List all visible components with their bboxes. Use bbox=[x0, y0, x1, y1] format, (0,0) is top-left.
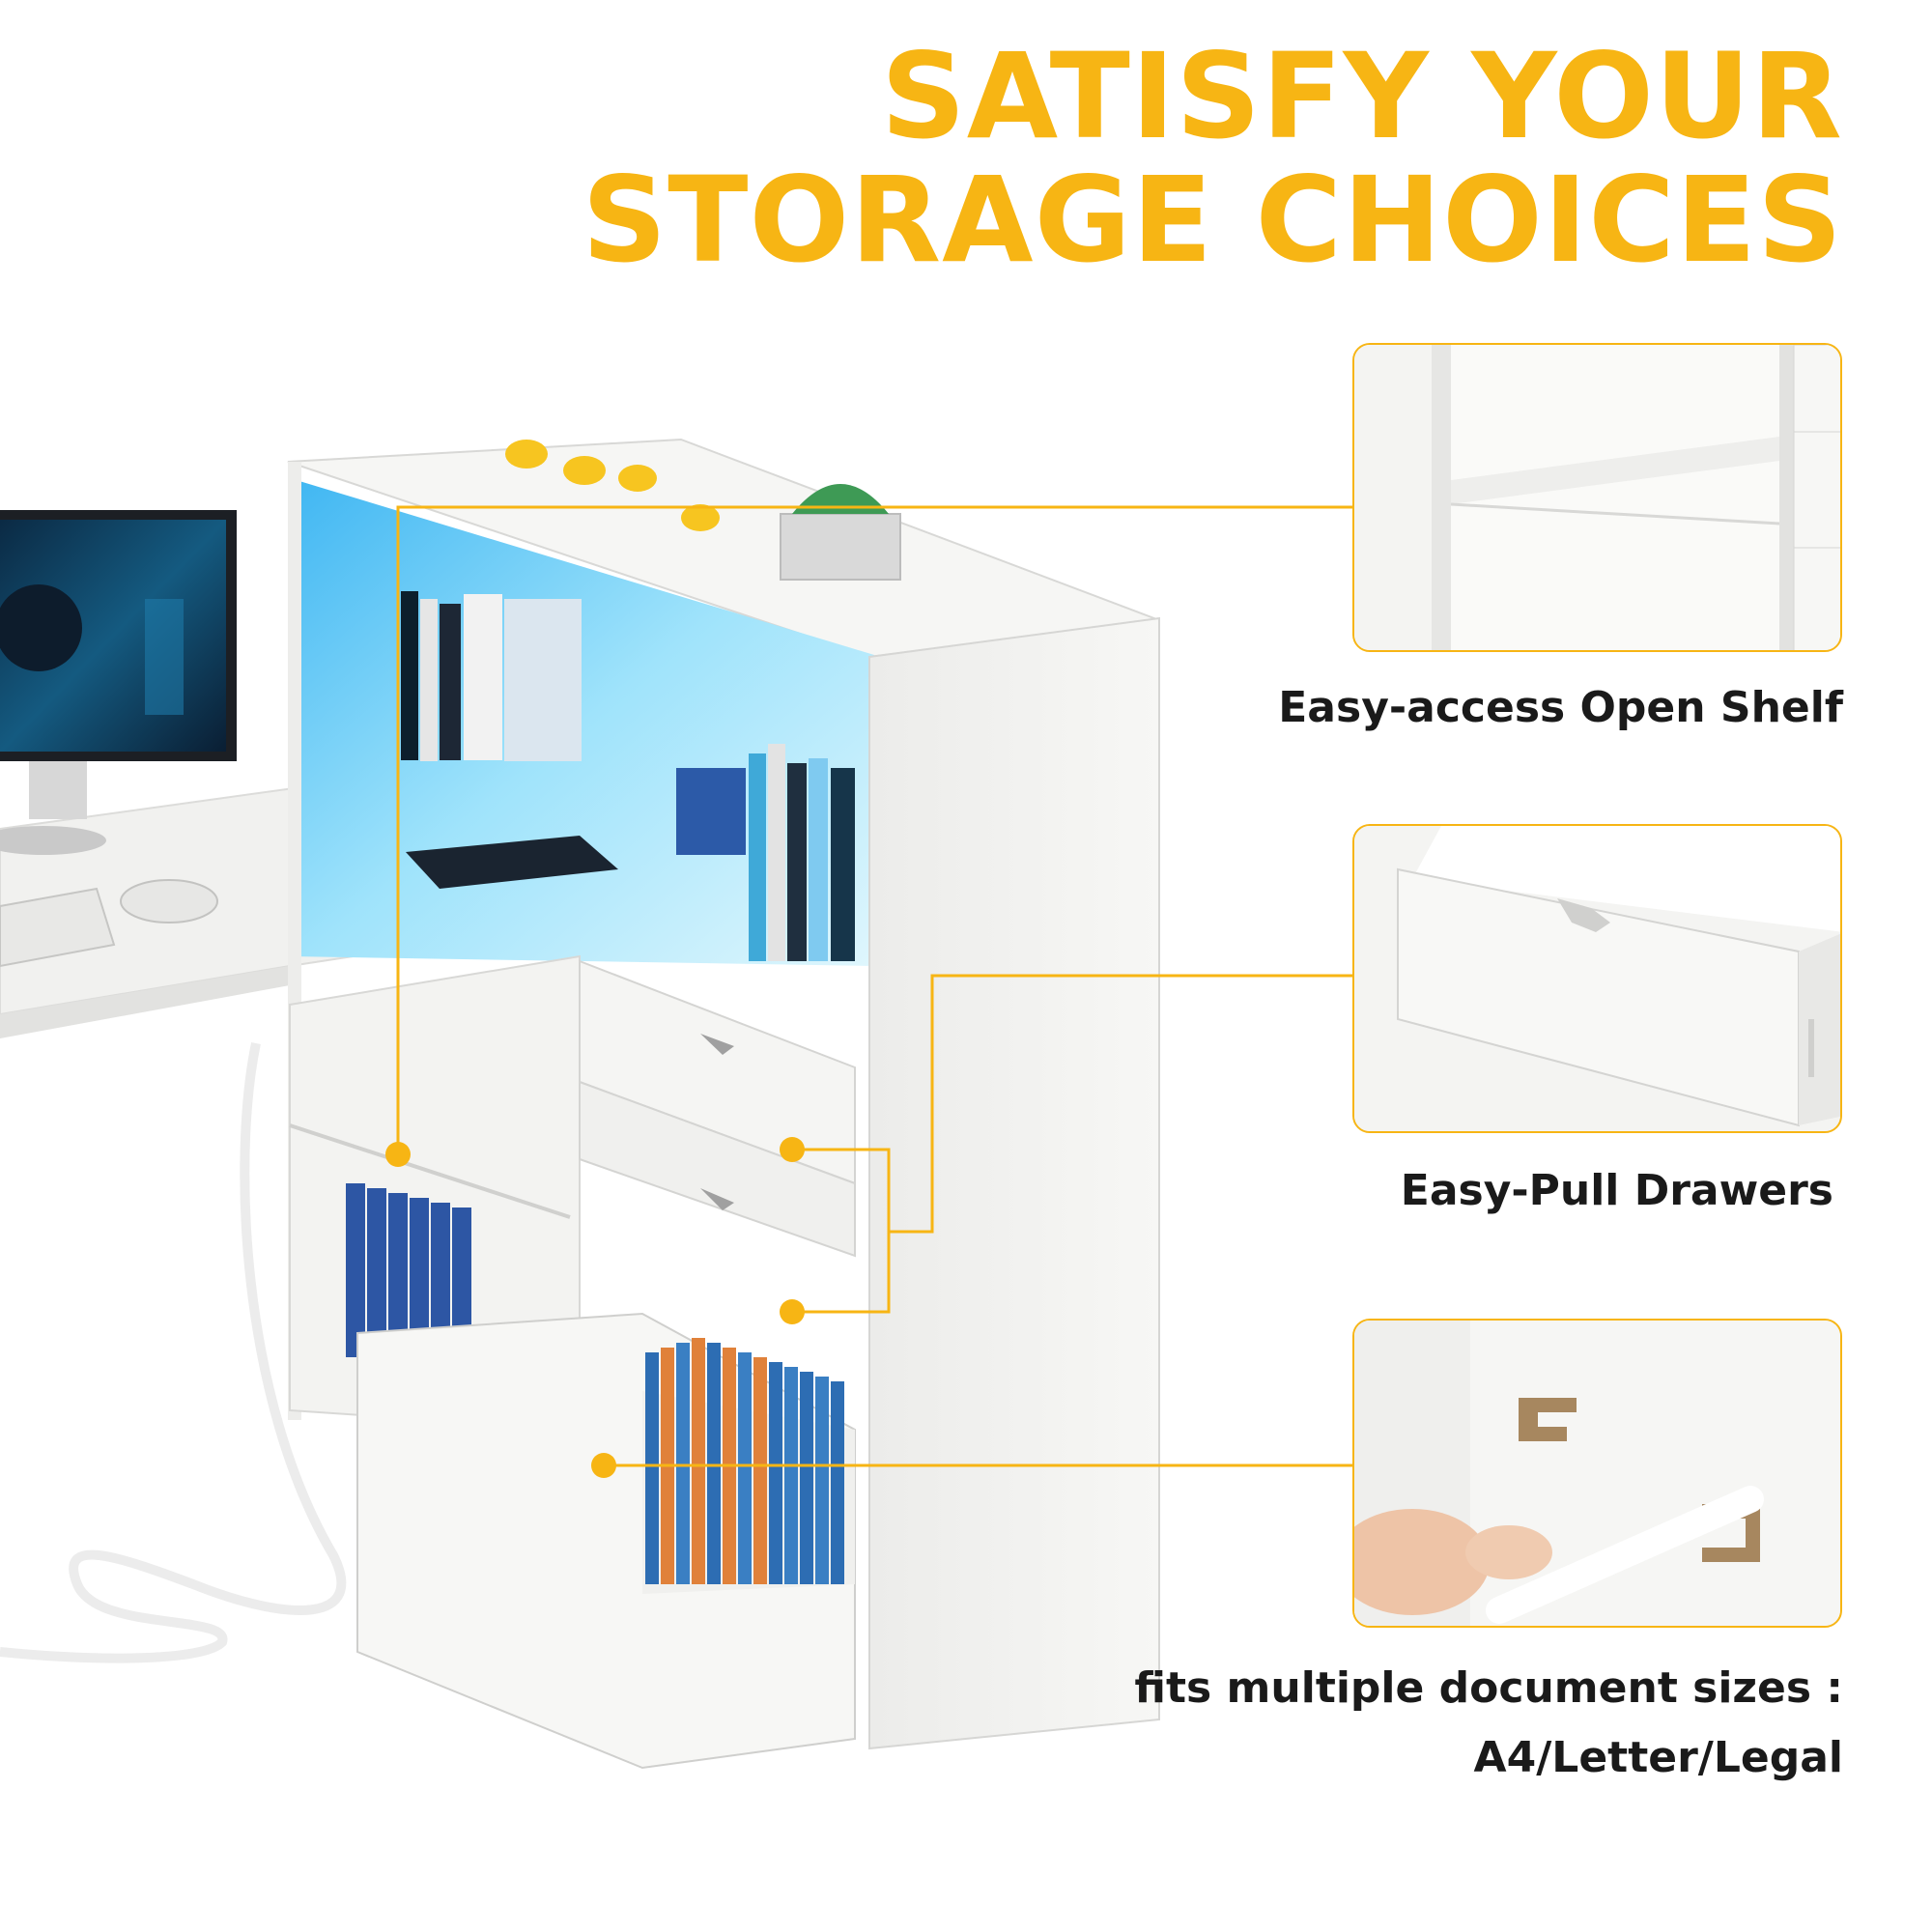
pen-holder bbox=[676, 768, 746, 855]
headline-line-2: STORAGE CHOICES bbox=[582, 152, 1843, 289]
keyboard bbox=[0, 887, 116, 968]
tablet bbox=[406, 836, 618, 889]
file-rod-detail-image bbox=[1352, 1319, 1842, 1628]
file-drawer bbox=[356, 1312, 856, 1770]
power-cord bbox=[0, 1041, 347, 1663]
drawers-caption: Easy-Pull Drawers bbox=[1400, 1166, 1833, 1215]
upper-books bbox=[401, 591, 582, 761]
callout-line-drawers bbox=[792, 974, 1352, 1234]
drawer-detail-image bbox=[1352, 824, 1842, 1133]
file-sizes-caption-line-2: A4/Letter/Legal bbox=[1473, 1733, 1843, 1782]
callout-dot-file bbox=[591, 1453, 616, 1478]
open-shelf-caption: Easy-access Open Shelf bbox=[1278, 683, 1843, 732]
callout-lines bbox=[396, 505, 1352, 1467]
callout-dot-shelf bbox=[385, 1142, 411, 1167]
mouse bbox=[120, 879, 218, 923]
hanging-files bbox=[645, 1338, 844, 1584]
toy-figures bbox=[505, 440, 720, 531]
right-shelf-books bbox=[749, 744, 855, 961]
callout-dot-drawer-upper bbox=[780, 1137, 805, 1162]
monitor bbox=[0, 510, 237, 855]
callout-line-shelf bbox=[396, 505, 1352, 1154]
callout-dots bbox=[385, 1137, 805, 1478]
drawer-middle bbox=[579, 1080, 856, 1258]
file-sizes-caption-line-1: fits multiple document sizes : bbox=[1134, 1663, 1843, 1713]
binders bbox=[346, 1183, 471, 1357]
callout-line-drawers-lower bbox=[792, 1232, 891, 1314]
callout-dot-drawer-lower bbox=[780, 1299, 805, 1324]
open-shelf-detail-image bbox=[1352, 343, 1842, 652]
headline-line-1: SATISFY YOUR bbox=[880, 28, 1843, 165]
